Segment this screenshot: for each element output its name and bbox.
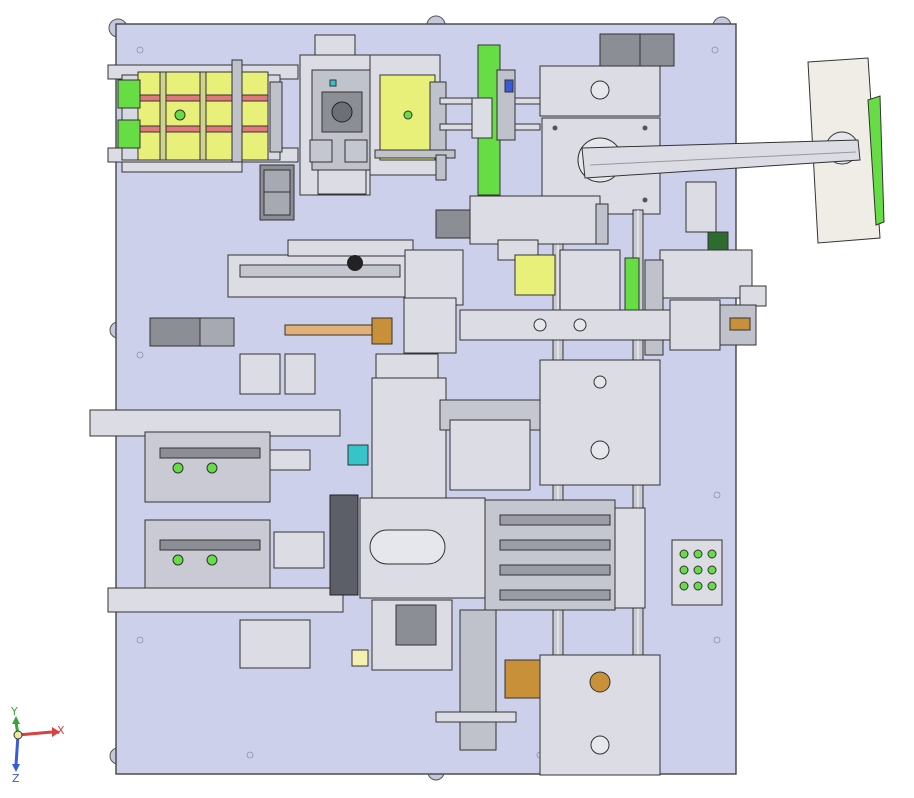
middle-motor-block (435, 195, 671, 356)
left-gripper-upper (89, 409, 369, 503)
middle-left-slide (149, 239, 464, 395)
z-axis-arrow (14, 734, 20, 766)
top-center-cutting-module (299, 34, 541, 196)
top-left-feeder-module (107, 59, 299, 221)
x-axis-arrow (17, 730, 53, 737)
transfer-arm (581, 57, 885, 244)
right-upper-brackets (659, 181, 767, 351)
coordinate-triad: X Y Z (10, 705, 65, 785)
green-conveyor-belt (471, 44, 516, 196)
z-axis-label: Z (12, 772, 20, 785)
x-axis-label: X (57, 724, 65, 737)
y-axis-label: Y (10, 705, 18, 718)
bottom-center-drive (351, 599, 661, 776)
left-gripper-lower (107, 519, 344, 669)
central-press-block (329, 494, 723, 611)
